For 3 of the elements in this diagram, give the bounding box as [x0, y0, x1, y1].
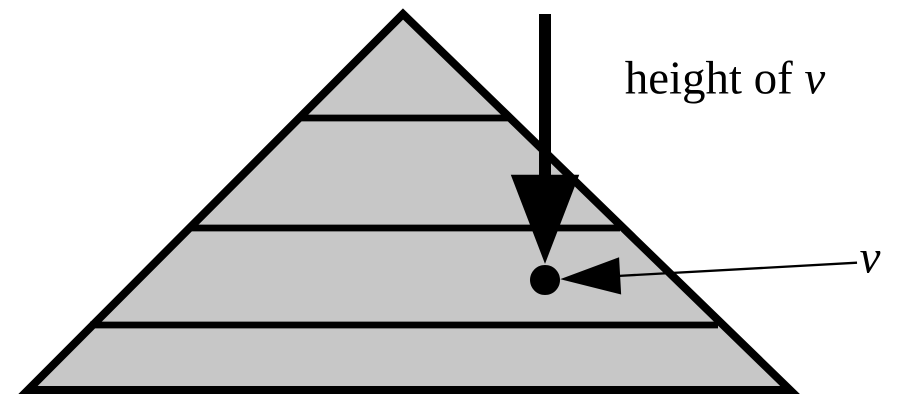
edge-label: height of v	[625, 60, 826, 104]
node-label: v	[860, 251, 880, 273]
dot	[530, 265, 560, 295]
